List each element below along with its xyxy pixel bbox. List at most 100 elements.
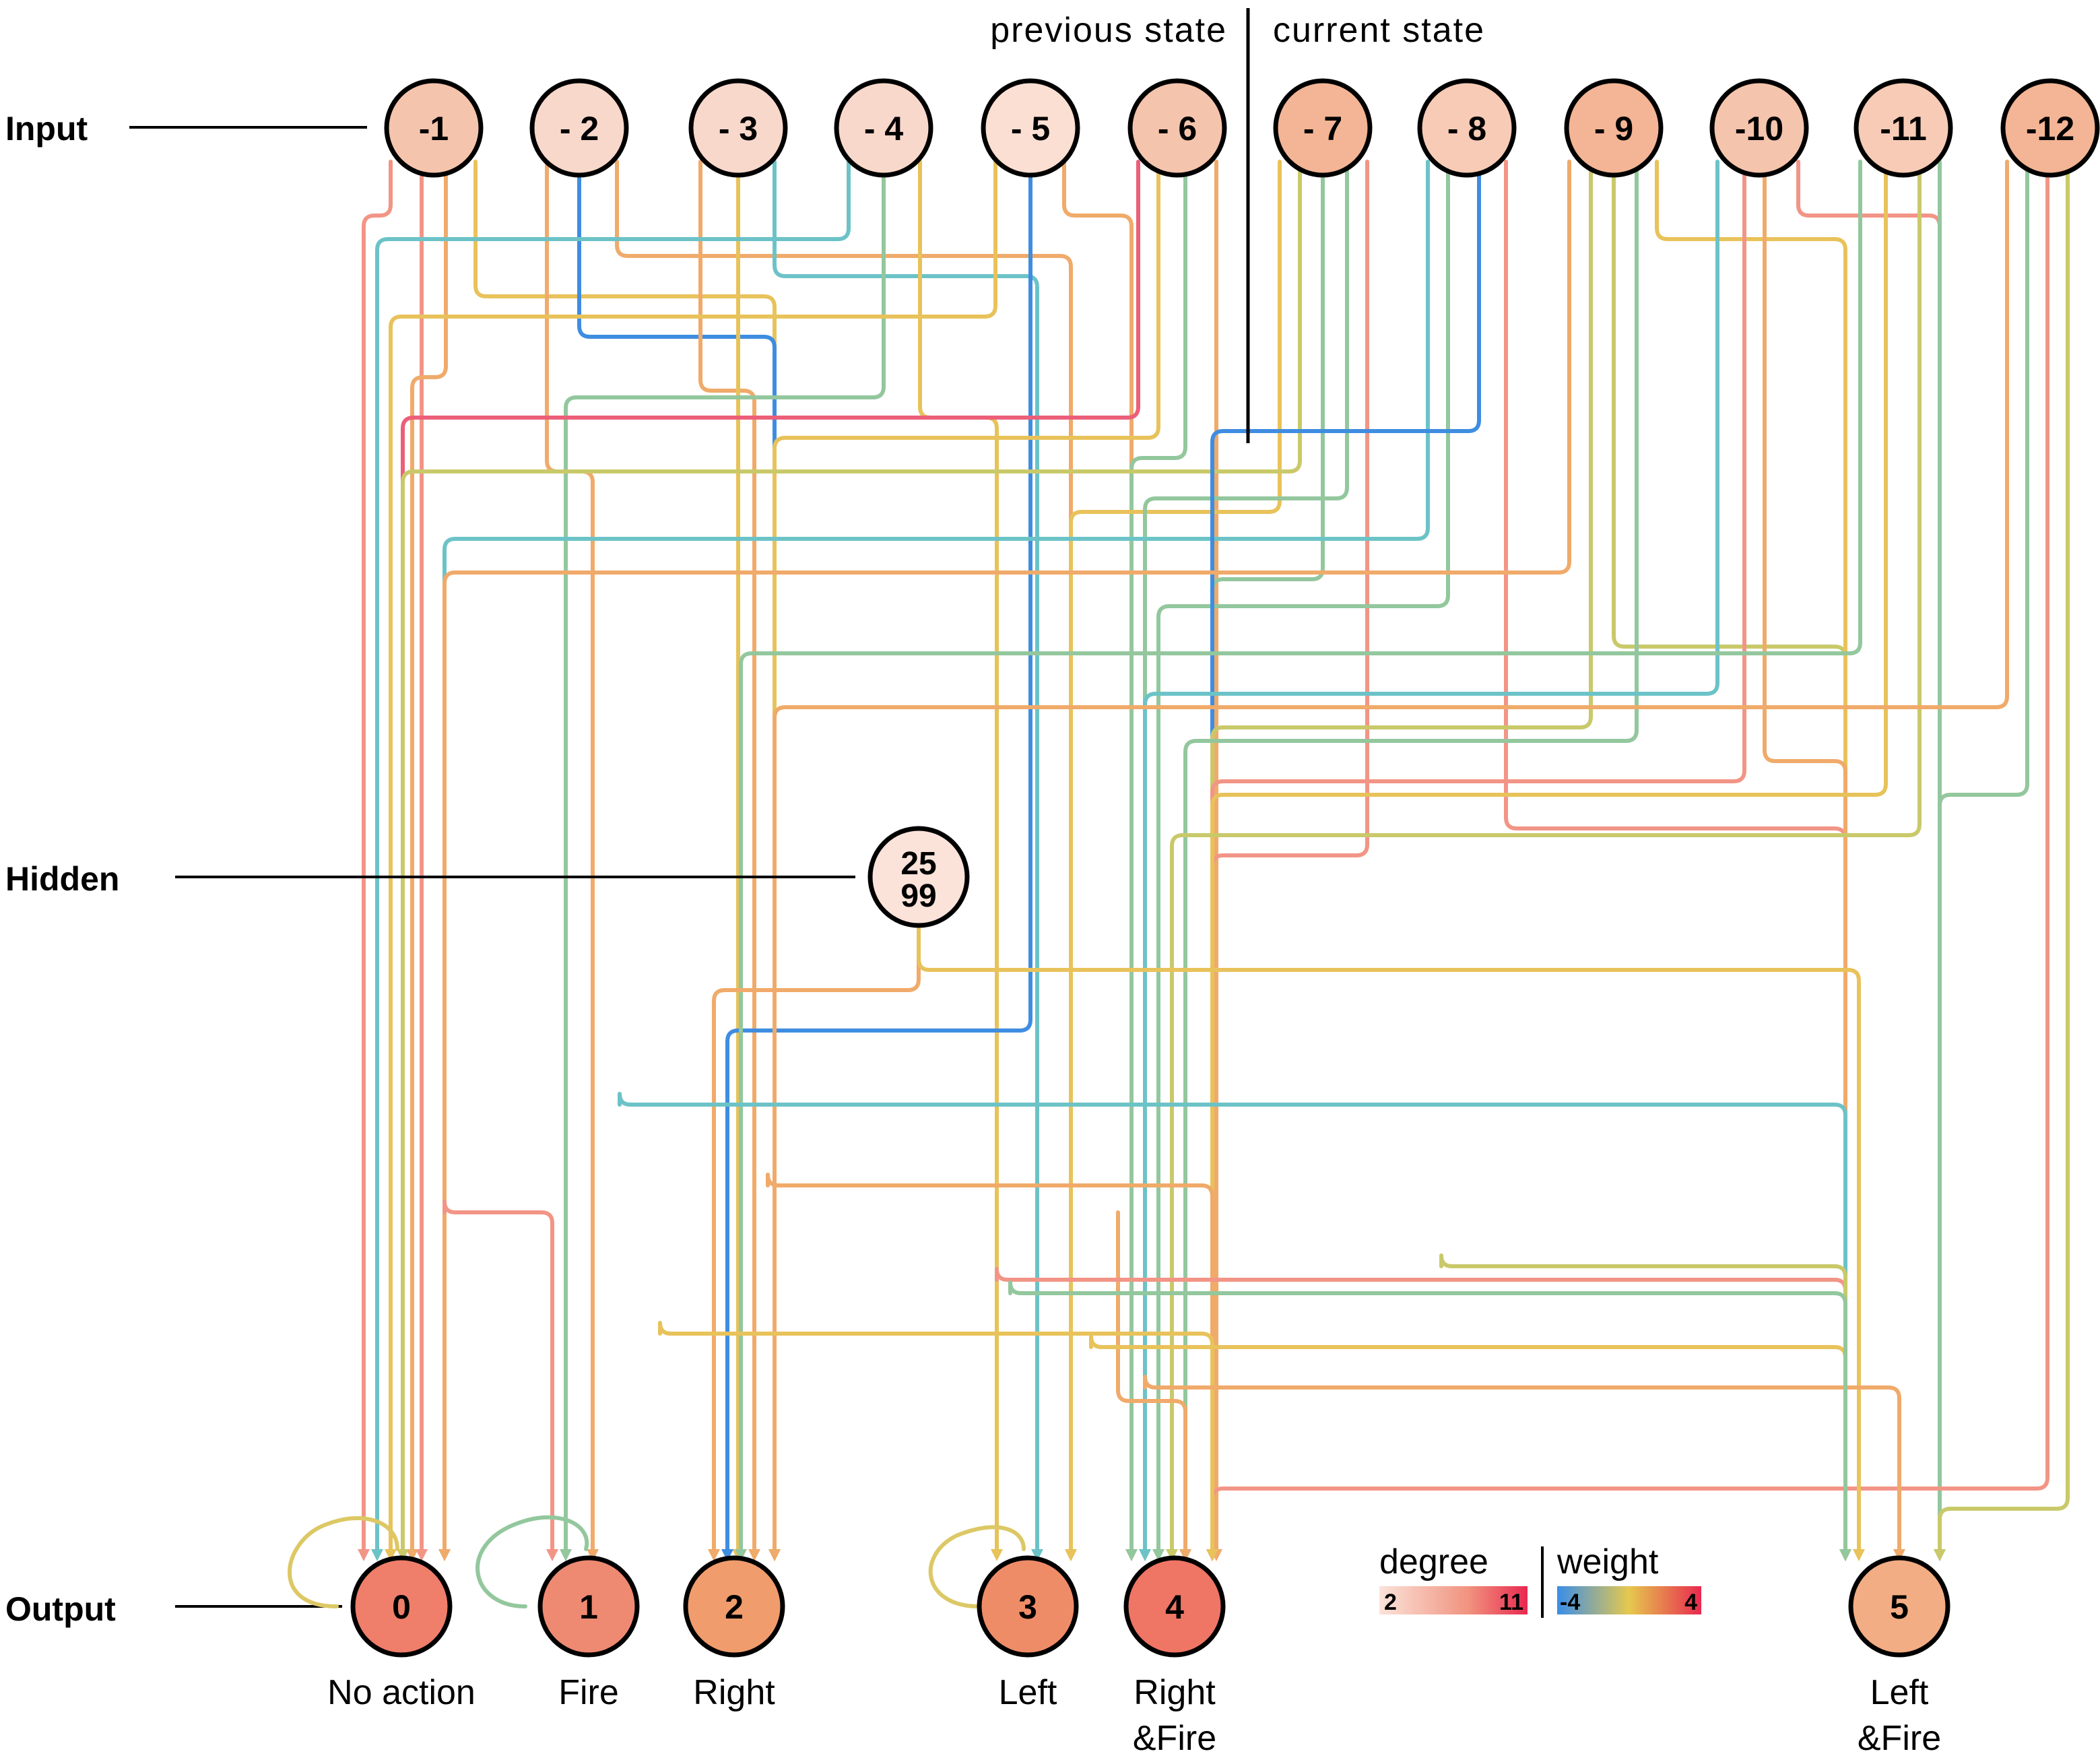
connection-edge: [1062, 160, 1134, 1551]
connection-edge: [1504, 160, 1847, 1551]
connection-edge: [473, 160, 777, 1551]
connection-edge: [1116, 1210, 1187, 1551]
input-node: - 2: [529, 78, 629, 178]
connection-edge: [577, 160, 777, 1551]
connection-edge: [773, 160, 2009, 1551]
edge-arrowhead: [1125, 1549, 1138, 1561]
connection-edge: [1938, 160, 2070, 1551]
edge-arrowhead: [416, 1549, 428, 1561]
connection-edge: [766, 1173, 1214, 1551]
input-node: - 8: [1417, 78, 1517, 178]
input-node: -10: [1709, 78, 1809, 178]
legend-weight-max: 4: [1684, 1590, 1697, 1615]
input-node: - 6: [1127, 78, 1227, 178]
edge-arrowhead: [991, 1549, 1003, 1561]
svg-text:- 4: - 4: [864, 110, 904, 148]
connection-edge: [615, 160, 1073, 1551]
svg-text:-1: -1: [419, 110, 449, 148]
connection-edge: [1143, 160, 1719, 1551]
legend-weight-title: weight: [1556, 1542, 1659, 1581]
edge-arrowhead: [1031, 1549, 1043, 1561]
edge-arrowhead: [1853, 1549, 1865, 1561]
svg-text:- 3: - 3: [719, 110, 758, 148]
connection-edge: [1210, 160, 1888, 1551]
input-node: - 4: [834, 78, 933, 178]
output-node: 1: [537, 1555, 640, 1658]
output-node: 0: [350, 1555, 453, 1658]
edge-arrowhead: [397, 1549, 409, 1561]
connection-edge: [1170, 160, 1922, 1551]
legend-degree-min: 2: [1384, 1590, 1397, 1615]
svg-text:0: 0: [392, 1588, 411, 1626]
connection-edge: [773, 160, 1160, 1551]
input-node: - 7: [1273, 78, 1373, 178]
edge-arrowhead: [438, 1549, 451, 1561]
edge-arrowhead: [1152, 1549, 1164, 1561]
connection-edge: [401, 160, 1140, 1551]
svg-text:-12: -12: [2026, 110, 2074, 148]
connection-edge: [725, 160, 1032, 1551]
edge-arrowhead: [385, 1549, 397, 1561]
edge-arrowhead: [1166, 1549, 1178, 1561]
connection-edge: [1129, 160, 1187, 1551]
connection-edge: [410, 160, 448, 1551]
edge-arrowhead: [735, 1549, 747, 1561]
action-label-right: Right: [693, 1673, 775, 1712]
legend-degree-max: 11: [1499, 1590, 1523, 1615]
edge-arrowhead: [560, 1549, 572, 1561]
edge-arrowhead: [1893, 1549, 1905, 1561]
arrowheads: [358, 1549, 1946, 1561]
svg-text:- 2: - 2: [560, 110, 599, 148]
edge-arrowhead: [358, 1549, 370, 1561]
svg-text:-10: -10: [1735, 110, 1783, 148]
action-label-fire: Fire: [558, 1673, 619, 1712]
hidden-node: 25 99: [867, 826, 970, 928]
connection-edge: [1008, 1280, 1847, 1551]
edge-arrowhead: [546, 1549, 558, 1561]
connection-edge: [712, 922, 921, 1551]
connection-edge: [1069, 160, 1282, 1551]
legend-weight-min: -4: [1560, 1590, 1580, 1615]
action-label-left: Left: [999, 1673, 1057, 1712]
input-node: - 3: [688, 78, 788, 178]
svg-text:- 7: - 7: [1303, 110, 1342, 148]
output-node: 4: [1123, 1555, 1226, 1658]
connection-edge: [1210, 160, 1369, 1551]
connection-edge: [773, 160, 1039, 1551]
action-label-left-fire: Left: [1870, 1673, 1929, 1712]
connection-edge: [1210, 160, 1481, 1551]
edge-arrowhead: [406, 1549, 418, 1561]
output-node: 2: [683, 1555, 785, 1658]
connection-edge: [1938, 160, 2029, 1551]
connection-edge: [1210, 160, 1593, 1551]
edge-arrowhead: [371, 1549, 383, 1561]
input-node: -12: [2000, 78, 2100, 178]
svg-text:- 8: - 8: [1447, 110, 1486, 148]
connection-edge: [389, 160, 997, 1551]
previous-state-label: previous state: [990, 11, 1227, 50]
self-loops: [288, 1515, 1026, 1608]
input-node: - 5: [981, 78, 1080, 178]
legend-degree-bar: [1379, 1586, 1528, 1614]
connection-edge: [1612, 160, 1847, 1551]
connection-edge: [375, 160, 851, 1551]
input-node: - 9: [1564, 78, 1664, 178]
edge-arrowhead: [1179, 1549, 1191, 1561]
connection-edge: [917, 922, 1861, 1551]
action-label-right-fire-line2: &Fire: [1133, 1719, 1216, 1758]
action-label-right-fire: Right: [1134, 1673, 1216, 1712]
connection-edge: [1763, 160, 1847, 1551]
connection-edge: [1143, 1375, 1901, 1551]
connection-edge: [739, 160, 1862, 1551]
connection-edge: [1439, 1253, 1847, 1551]
hidden-row-label: Hidden: [5, 860, 119, 898]
svg-text:4: 4: [1165, 1588, 1184, 1626]
edge-arrowhead: [768, 1549, 781, 1561]
current-state-label: current state: [1273, 11, 1485, 50]
connection-edge: [1143, 160, 1349, 1551]
legend-degree-title: degree: [1379, 1542, 1488, 1581]
edge-arrowhead: [748, 1549, 760, 1561]
edge-arrowhead: [1839, 1549, 1851, 1561]
connection-edge: [401, 160, 1302, 1551]
